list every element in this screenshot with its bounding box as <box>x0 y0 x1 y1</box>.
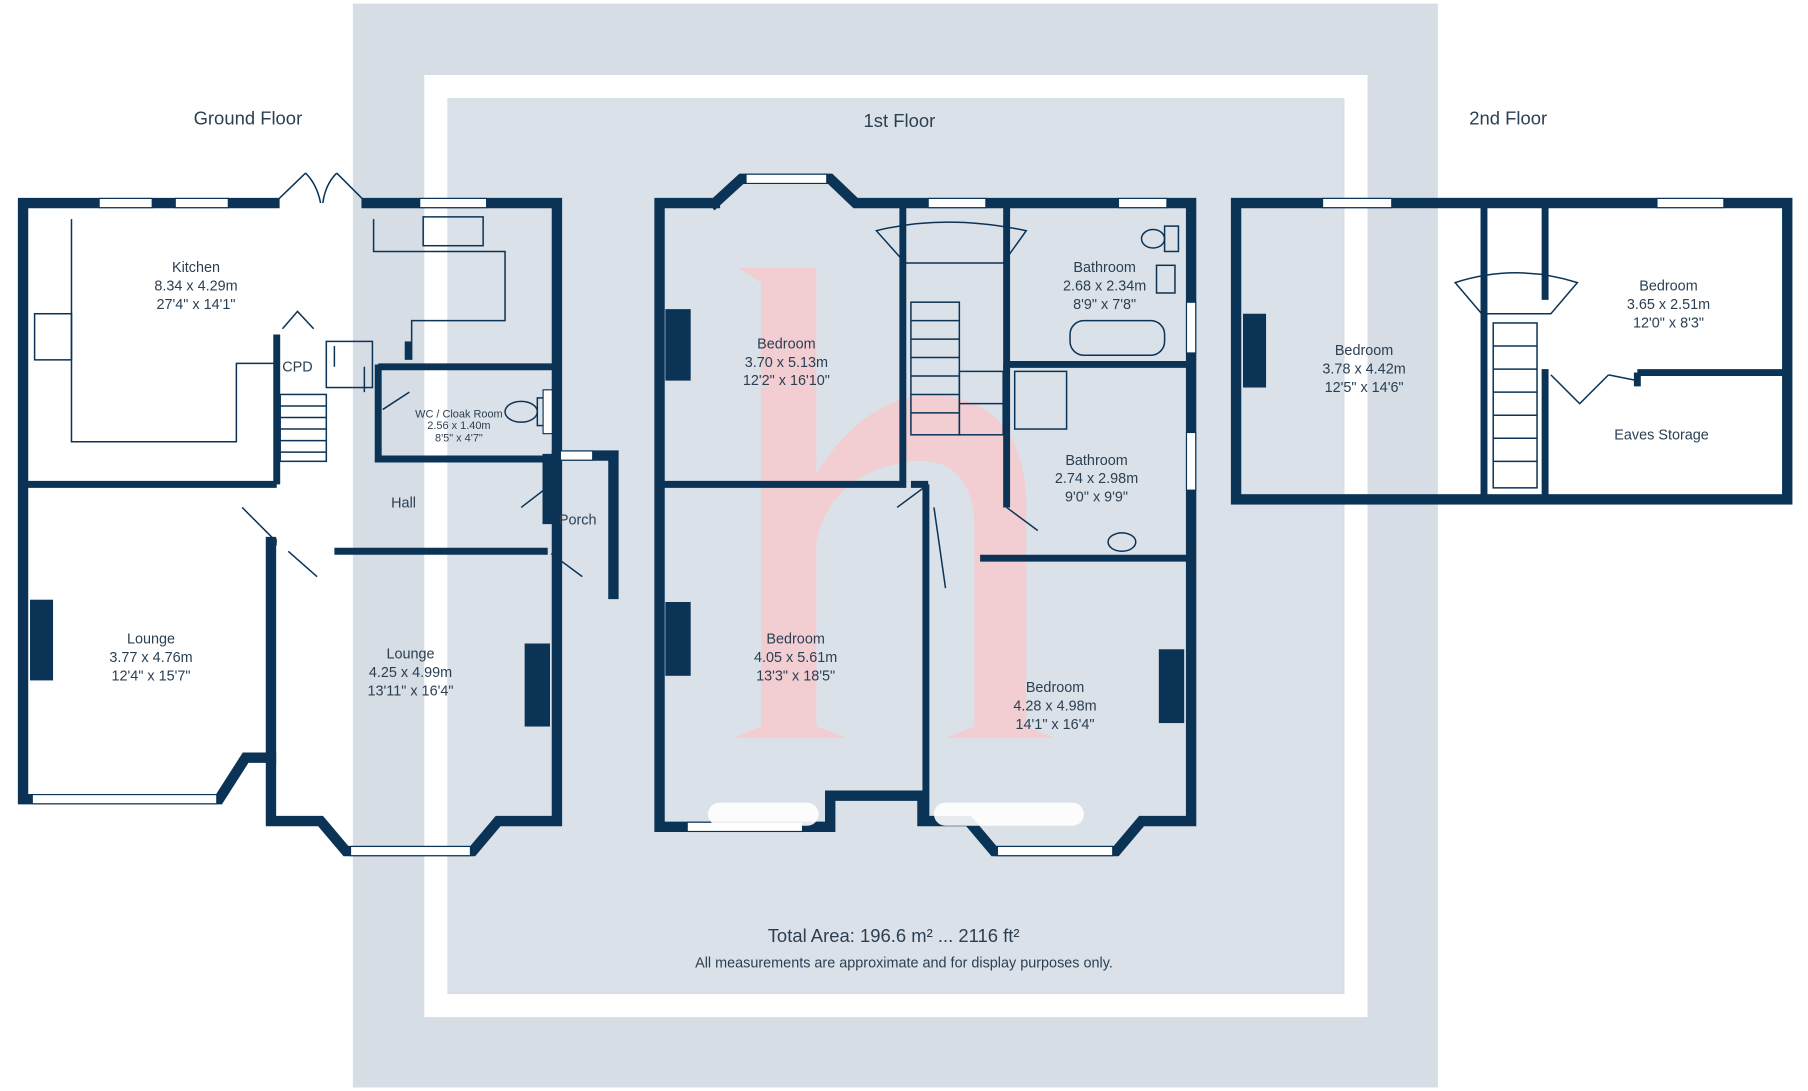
svg-text:Bedroom: Bedroom <box>1335 343 1393 359</box>
svg-text:12'2" x 16'10": 12'2" x 16'10" <box>743 373 830 389</box>
svg-text:27'4" x 14'1": 27'4" x 14'1" <box>157 297 236 313</box>
svg-text:8.34 x 4.29m: 8.34 x 4.29m <box>154 279 237 295</box>
disclaimer: All measurements are approximate and for… <box>695 956 1113 972</box>
svg-text:Bedroom: Bedroom <box>766 632 824 648</box>
svg-text:3.77 x 4.76m: 3.77 x 4.76m <box>109 650 192 666</box>
svg-text:2.68 x 2.34m: 2.68 x 2.34m <box>1063 279 1146 295</box>
room-label-bathroom-2: Bathroom 2.74 x 2.98m 9'0" x 9'9" <box>1055 453 1138 506</box>
svg-text:4.25 x 4.99m: 4.25 x 4.99m <box>369 665 452 681</box>
svg-text:Bathroom: Bathroom <box>1073 260 1135 276</box>
room-label-hall: Hall <box>391 495 416 511</box>
room-label-bedroom-3: Bedroom 4.28 x 4.98m 14'1" x 16'4" <box>1013 680 1096 733</box>
room-label-porch: Porch <box>559 513 597 529</box>
svg-text:14'1" x 16'4": 14'1" x 16'4" <box>1016 717 1095 733</box>
svg-text:9'0" x 9'9": 9'0" x 9'9" <box>1065 490 1128 506</box>
svg-text:12'5" x 14'6": 12'5" x 14'6" <box>1325 380 1404 396</box>
total-area: Total Area: 196.6 m² ... 2116 ft² <box>768 925 1020 946</box>
svg-text:Bathroom: Bathroom <box>1065 453 1127 469</box>
svg-text:2.56 x 1.40m: 2.56 x 1.40m <box>427 420 490 432</box>
room-label-bedroom-2: Bedroom 4.05 x 5.61m 13'3" x 18'5" <box>754 632 837 685</box>
room-label-bedroom-4: Bedroom 3.78 x 4.42m 12'5" x 14'6" <box>1322 343 1405 396</box>
svg-text:13'11" x 16'4": 13'11" x 16'4" <box>368 683 454 699</box>
svg-text:4.05 x 5.61m: 4.05 x 5.61m <box>754 650 837 666</box>
svg-text:Lounge: Lounge <box>386 647 434 663</box>
svg-text:12'4" x 15'7": 12'4" x 15'7" <box>112 668 191 684</box>
room-label-bathroom-1: Bathroom 2.68 x 2.34m 8'9" x 7'8" <box>1063 260 1146 313</box>
room-label-wc: WC / Cloak Room 2.56 x 1.40m 8'5" x 4'7" <box>415 409 503 445</box>
svg-text:Kitchen: Kitchen <box>172 260 220 276</box>
frame <box>424 75 1368 1018</box>
svg-text:3.78 x 4.42m: 3.78 x 4.42m <box>1322 362 1405 378</box>
svg-text:Bedroom: Bedroom <box>1026 680 1084 696</box>
second-floor-plan <box>1230 197 1793 505</box>
svg-text:2.74 x 2.98m: 2.74 x 2.98m <box>1055 471 1138 487</box>
svg-text:4.28 x 4.98m: 4.28 x 4.98m <box>1013 698 1096 714</box>
inner-panel <box>447 99 1344 993</box>
svg-text:8'9" x 7'8": 8'9" x 7'8" <box>1073 297 1136 313</box>
room-label-cpd: CPD <box>282 359 312 375</box>
room-label-lounge-2: Lounge 4.25 x 4.99m 13'11" x 16'4" <box>368 647 454 700</box>
svg-text:Bedroom: Bedroom <box>757 336 815 352</box>
svg-text:13'3" x 18'5": 13'3" x 18'5" <box>756 668 835 684</box>
floor-title-first: 1st Floor <box>864 110 936 131</box>
room-label-kitchen: Kitchen 8.34 x 4.29m 27'4" x 14'1" <box>154 260 237 313</box>
room-label-eaves-storage: Eaves Storage <box>1614 427 1709 443</box>
svg-text:12'0" x 8'3": 12'0" x 8'3" <box>1633 316 1704 332</box>
svg-text:3.65 x 2.51m: 3.65 x 2.51m <box>1627 297 1710 313</box>
watermark-logo-icon <box>732 267 1056 739</box>
room-label-bedroom-5: Bedroom 3.65 x 2.51m 12'0" x 8'3" <box>1627 279 1710 332</box>
svg-text:Lounge: Lounge <box>127 632 175 648</box>
svg-text:8'5" x 4'7": 8'5" x 4'7" <box>435 433 483 445</box>
floor-title-second: 2nd Floor <box>1469 108 1547 129</box>
svg-text:WC / Cloak Room: WC / Cloak Room <box>415 409 503 421</box>
floor-title-ground: Ground Floor <box>194 108 303 129</box>
room-label-lounge-1: Lounge 3.77 x 4.76m 12'4" x 15'7" <box>109 632 192 685</box>
room-label-bedroom-1: Bedroom 3.70 x 5.13m 12'2" x 16'10" <box>743 336 830 389</box>
ground-floor-plan <box>17 172 619 857</box>
svg-text:3.70 x 5.13m: 3.70 x 5.13m <box>745 355 828 371</box>
first-floor-plan <box>654 173 1197 857</box>
svg-text:Bedroom: Bedroom <box>1639 279 1697 295</box>
